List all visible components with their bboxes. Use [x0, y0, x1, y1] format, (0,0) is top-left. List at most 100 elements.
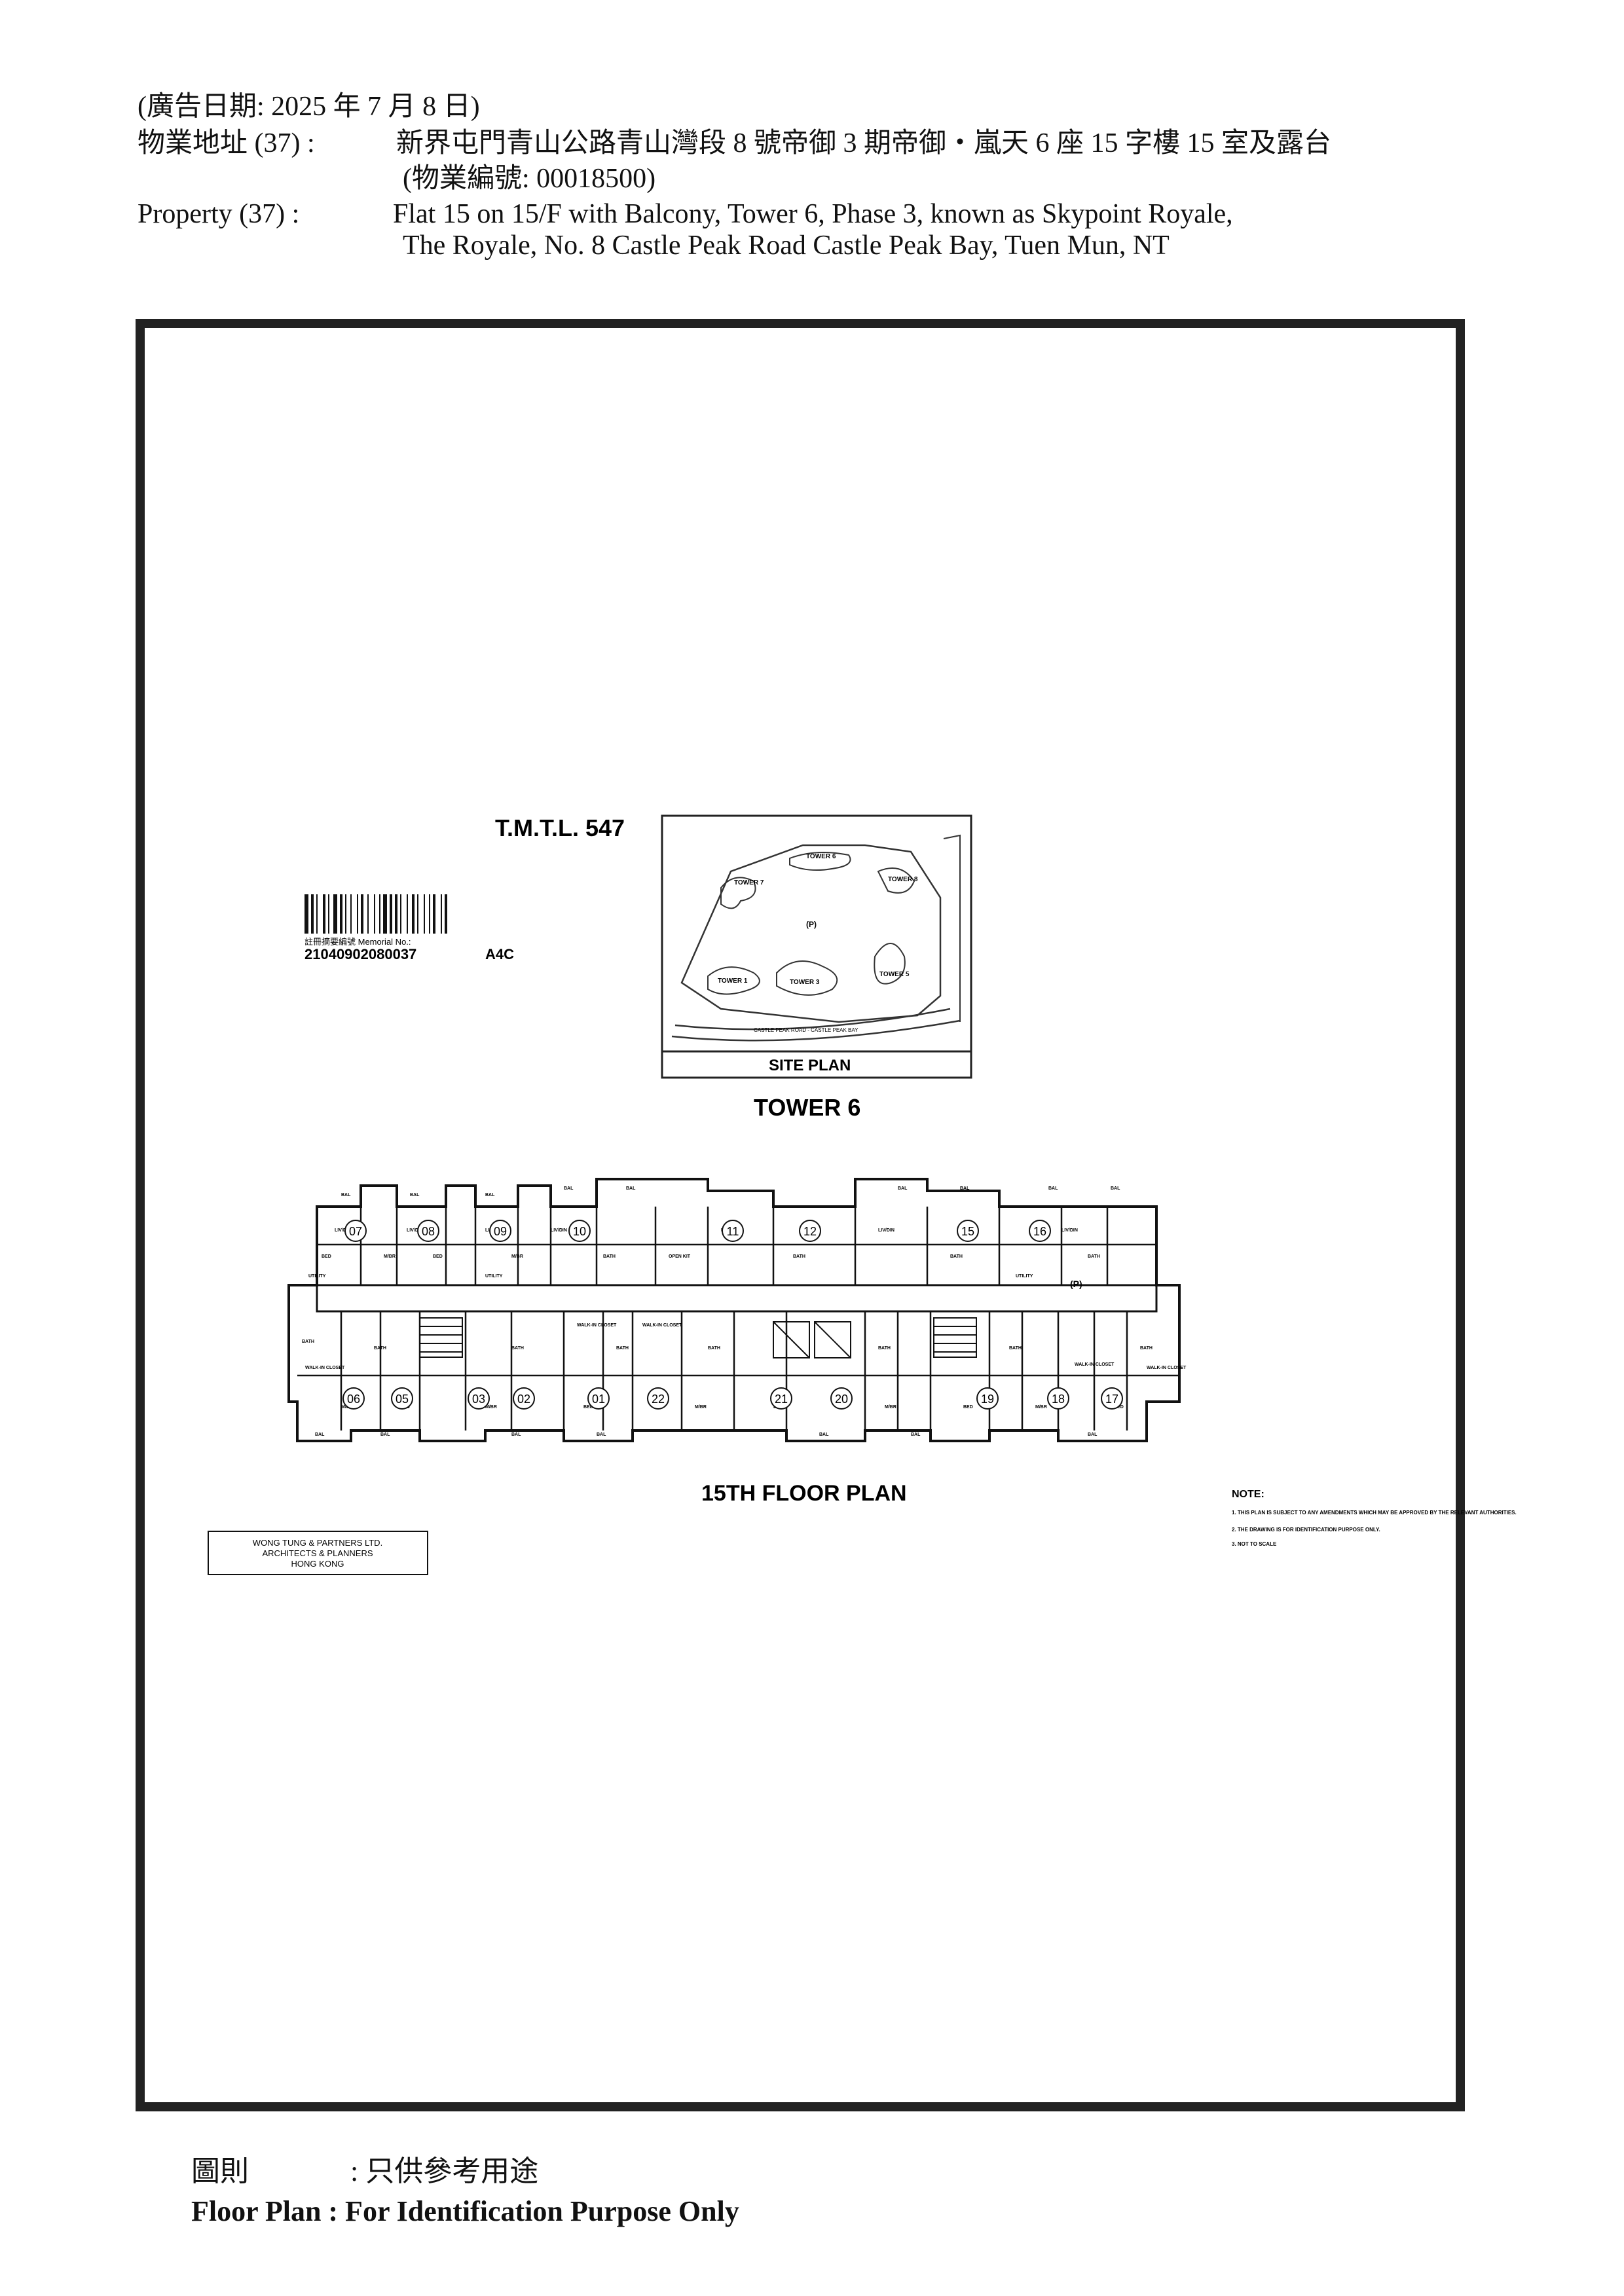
property-en-line2: The Royale, No. 8 Castle Peak Road Castl… — [403, 230, 1170, 261]
unit-number: 20 — [835, 1393, 848, 1406]
unit-circle-08: 08 — [417, 1220, 439, 1242]
room-label: WALK-IN CLOSET — [1075, 1362, 1115, 1367]
floor-plan: BAL BAL BAL BAL BAL BAL BAL BAL BAL LIV/DIN LIV/DI… — [287, 1178, 1187, 1442]
unit-number: 02 — [517, 1393, 530, 1406]
barcode-bar — [400, 894, 401, 934]
footer-en-text: Floor Plan : For Identification Purpose … — [191, 2195, 739, 2227]
room-label: UTILITY — [308, 1274, 326, 1279]
barcode-bar — [357, 894, 358, 934]
unit-number: 08 — [422, 1225, 435, 1238]
barcode-bar — [395, 894, 397, 934]
barcode-bar — [367, 894, 369, 934]
room-label: BATH — [1009, 1346, 1022, 1351]
barcode-bar — [333, 894, 337, 934]
room-label: BAL — [1088, 1432, 1098, 1437]
barcode-bar — [429, 894, 430, 934]
property-en-label: Property (37) : — [138, 199, 300, 229]
unit-circle-17: 17 — [1101, 1387, 1123, 1410]
room-label: BAL — [410, 1193, 420, 1197]
unit-circle-15: 15 — [957, 1220, 979, 1242]
note-1: 1. THIS PLAN IS SUBJECT TO ANY AMENDMENT… — [1232, 1510, 1517, 1516]
unit-number: 18 — [1052, 1393, 1065, 1406]
unit-circle-18: 18 — [1047, 1387, 1069, 1410]
notes-block: NOTE: 1. THIS PLAN IS SUBJECT TO ANY AME… — [1232, 1489, 1517, 1547]
unit-number: 01 — [592, 1393, 605, 1406]
room-label: BAL — [564, 1186, 574, 1191]
site-road-label: CASTLE PEAK ROAD - CASTLE PEAK BAY — [754, 1027, 858, 1033]
lot-number: T.M.T.L. 547 — [495, 814, 625, 841]
barcode-bar — [433, 894, 435, 934]
unit-circle-10: 10 — [568, 1220, 591, 1242]
barcode-bar — [407, 894, 408, 934]
room-label: UTILITY — [1016, 1274, 1033, 1279]
room-label: BAL — [485, 1193, 495, 1197]
architect-city: HONG KONG — [291, 1559, 344, 1569]
site-label-tower6: TOWER 6 — [806, 853, 836, 860]
property-number: (物業編號: 00018500) — [403, 164, 656, 194]
room-label: M/BR — [485, 1405, 497, 1410]
unit-number: 16 — [1033, 1225, 1046, 1238]
room-label: BED — [433, 1254, 443, 1259]
architect-role: ARCHITECTS & PLANNERS — [262, 1548, 373, 1558]
room-label: BAL — [819, 1432, 829, 1437]
room-label: BAL — [911, 1432, 921, 1437]
room-label: BATH — [374, 1346, 386, 1351]
tower-title: TOWER 6 — [754, 1094, 860, 1121]
barcode-bar — [328, 894, 329, 934]
plan-frame: T.M.T.L. 547 註冊摘要編號 Memorial No.: 210409… — [136, 319, 1517, 2111]
floor-plan-title: 15TH FLOOR PLAN — [701, 1481, 907, 1506]
unit-number: 10 — [573, 1225, 586, 1238]
unit-circle-06: 06 — [342, 1387, 365, 1410]
room-label: BATH — [1140, 1346, 1153, 1351]
barcode-bar — [311, 894, 314, 934]
unit-circle-01: 01 — [587, 1387, 610, 1410]
room-label: BED — [583, 1405, 593, 1410]
room-label: BAL — [626, 1186, 636, 1191]
room-label: BAL — [1111, 1186, 1120, 1191]
unit-circle-11: 11 — [722, 1220, 744, 1242]
unit-number: 07 — [349, 1225, 362, 1238]
unit-number: 21 — [775, 1393, 788, 1406]
room-label: LIV/DIN — [1061, 1228, 1078, 1233]
barcode-bar — [316, 894, 318, 934]
unit-circle-22: 22 — [647, 1387, 669, 1410]
room-label: BATH — [878, 1346, 891, 1351]
footer-zh-label: 圖則 — [191, 2155, 249, 2187]
address-zh-label: 物業地址 (37) : — [138, 128, 315, 158]
unit-circle-09: 09 — [489, 1220, 511, 1242]
barcode-bar — [323, 894, 325, 934]
site-label-parking: (P) — [806, 920, 817, 929]
room-label: BED — [322, 1254, 331, 1259]
memorial-label: 註冊摘要編號 Memorial No.: — [304, 937, 411, 947]
barcode-bar — [374, 894, 375, 934]
unit-circle-07: 07 — [344, 1220, 367, 1242]
plan-drawing: T.M.T.L. 547 註冊摘要編號 Memorial No.: 210409… — [208, 814, 1517, 1575]
room-label: BAL — [597, 1432, 606, 1437]
room-label: BAL — [380, 1432, 390, 1437]
site-label-tower8: TOWER 8 — [888, 876, 918, 883]
barcode-bar — [350, 894, 352, 934]
ad-date: (廣告日期: 2025 年 7 月 8 日) — [138, 92, 480, 122]
barcode-bar — [379, 894, 380, 934]
unit-number: 11 — [727, 1225, 739, 1238]
barcode-bar — [412, 894, 415, 934]
unit-circle-02: 02 — [513, 1387, 535, 1410]
barcode-bar — [361, 894, 363, 934]
note-3: 3. NOT TO SCALE — [1232, 1541, 1277, 1547]
memorial-code: A4C — [485, 946, 514, 962]
unit-number: 09 — [494, 1225, 507, 1238]
room-label: LIV/DIN — [407, 1228, 423, 1233]
room-label: BAL — [315, 1432, 325, 1437]
unit-number: 03 — [472, 1393, 485, 1406]
site-plan: TOWER 7 TOWER 6 TOWER 8 TOWER 1 TOWER 3 … — [661, 814, 972, 1079]
barcode-bar — [445, 894, 447, 934]
unit-number: 15 — [961, 1225, 974, 1238]
room-label: BATH — [603, 1254, 616, 1259]
unit-circle-05: 05 — [391, 1387, 413, 1410]
footer-zh-text: : 只供參考用途 — [350, 2155, 539, 2187]
room-label: BATH — [708, 1346, 720, 1351]
barcode-bar — [417, 894, 418, 934]
barcode-bar — [390, 894, 392, 934]
room-label: M/BR — [695, 1405, 707, 1410]
room-label: BAL — [511, 1432, 521, 1437]
